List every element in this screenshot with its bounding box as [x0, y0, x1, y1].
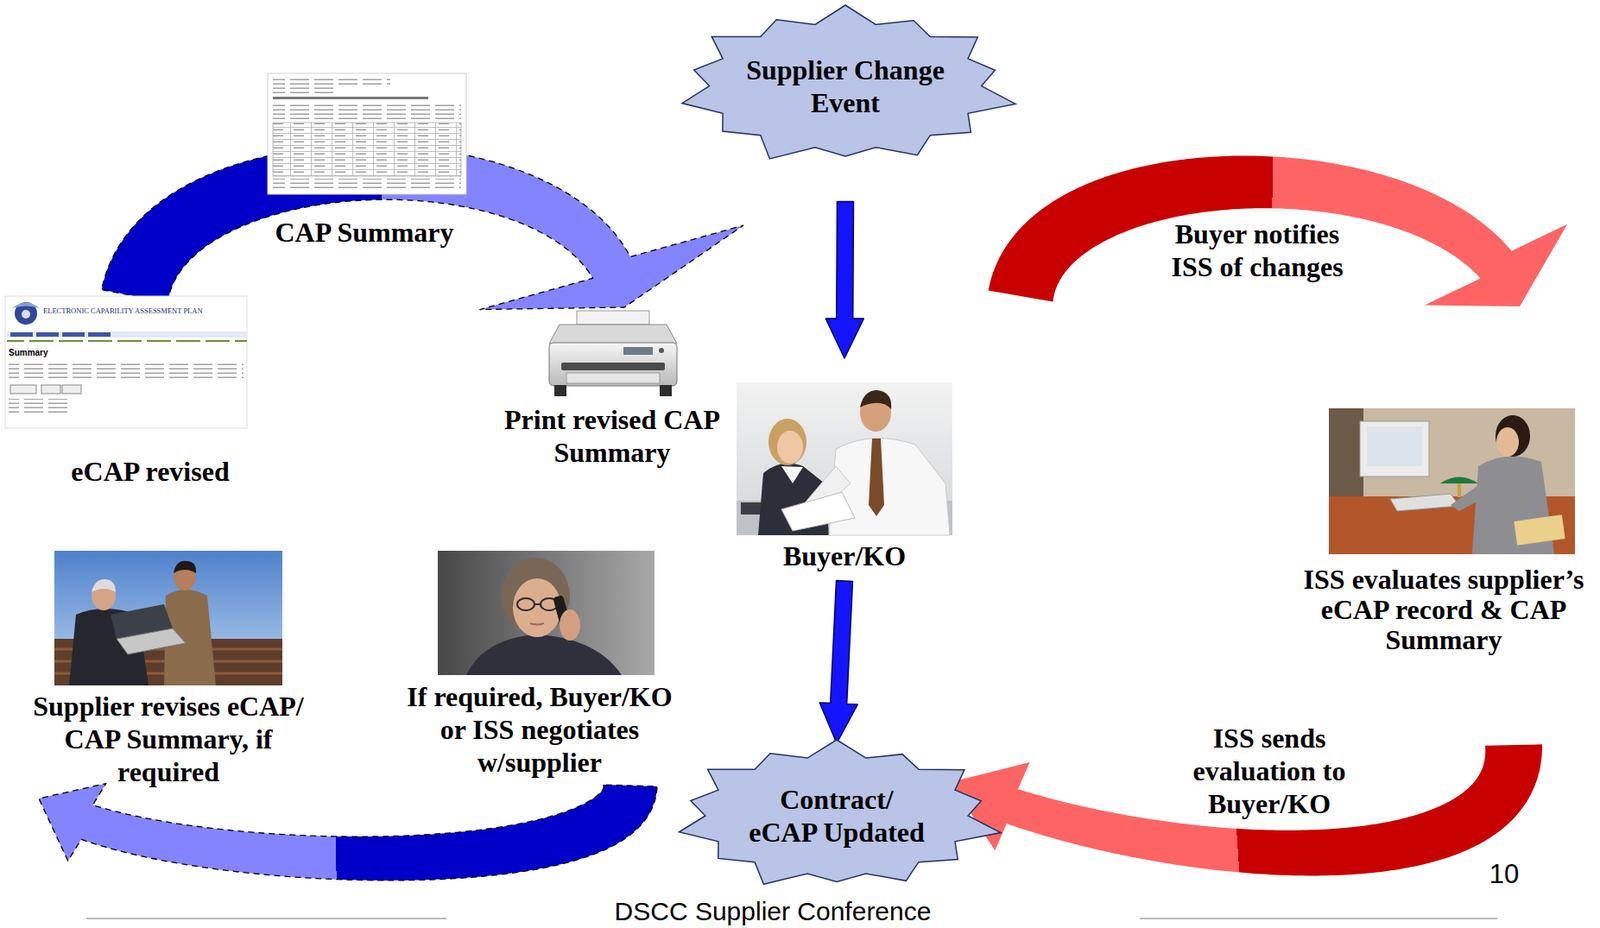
supplier-photo	[173, 561, 197, 574]
negotiation-photo	[534, 603, 541, 606]
negotiation-photo	[517, 598, 535, 611]
printer-illustration	[576, 310, 650, 325]
buyer-photo	[868, 438, 885, 517]
printer-illustration	[561, 362, 665, 371]
ecap-screenshot	[21, 309, 31, 319]
ecap-screenshot	[8, 398, 70, 415]
buyer-photo	[781, 466, 804, 484]
cap-summary-document	[267, 73, 467, 195]
iss-photo	[1450, 483, 1493, 512]
ecap-screenshot	[62, 332, 85, 337]
starburst-shape	[670, 5, 1020, 167]
iss-photo	[1495, 415, 1531, 457]
buyer-photo	[777, 430, 804, 464]
cap-summary-document	[267, 73, 467, 195]
ecap-screenshot	[6, 331, 247, 338]
printer-illustration	[554, 385, 567, 397]
cap-summary-document	[272, 101, 462, 120]
edge-label: CAP Summary	[260, 215, 468, 249]
ecap-screenshot	[10, 385, 37, 394]
negotiation-photo	[437, 550, 655, 676]
printer-illustration	[549, 310, 677, 397]
curved-arrow	[38, 784, 658, 881]
starburst-outline	[682, 5, 1016, 159]
ecap-screenshot	[41, 385, 61, 394]
iss-photo	[1366, 426, 1423, 467]
buyer-photo	[860, 390, 892, 410]
cap-summary-document	[272, 96, 429, 100]
iss-photo	[1328, 408, 1575, 555]
node-text: Print revised CAP Summary	[491, 403, 734, 469]
ecap-screenshot	[12, 303, 40, 310]
supplier-photo	[116, 628, 186, 655]
cap-summary-document	[338, 76, 391, 86]
cap-summary-document	[272, 178, 462, 191]
supplier-photo	[91, 579, 116, 593]
block-arrow	[825, 202, 864, 359]
curved-arrow	[988, 155, 1569, 307]
negotiation-photo	[512, 578, 562, 638]
printer-illustration	[658, 347, 665, 354]
edge-label: ISS sends evaluation to Buyer/KO	[1189, 721, 1350, 821]
printer-illustration	[623, 347, 653, 355]
ecap-screenshot	[5, 296, 247, 429]
node-text: Contract/ eCAP Updated	[745, 783, 929, 849]
negotiation-photo	[466, 634, 622, 676]
node-text: Buyer/KO	[736, 539, 953, 573]
page-heading: Summary	[8, 347, 49, 358]
node-text: Supplier Change Event	[737, 53, 954, 120]
iss-photo	[1328, 408, 1575, 555]
iss-photo	[1457, 483, 1461, 498]
starburst-event: Supplier Change Event	[670, 5, 1020, 167]
cap-summary-document	[272, 122, 462, 177]
buyer-photo	[736, 382, 953, 536]
printer-illustration	[549, 342, 677, 386]
supplier-photo	[54, 550, 283, 686]
ecap-screenshot	[88, 332, 111, 337]
iss-photo	[1496, 427, 1519, 457]
block-arrow	[819, 581, 858, 744]
edge-label: Buyer notifies ISS of changes	[1164, 217, 1351, 284]
printer-illustration	[566, 373, 660, 384]
screenshot-node: eCAP revised	[5, 296, 247, 488]
starburst-outline	[678, 739, 1001, 885]
ecap-screenshot	[10, 332, 33, 337]
iss-photo	[1440, 477, 1479, 485]
node-text: eCAP revised	[53, 455, 247, 488]
node-text: If required, Buyer/KO or ISS negotiates …	[403, 680, 677, 779]
negotiation-photo	[559, 609, 581, 641]
ecap-screenshot	[36, 332, 59, 337]
supplier-node: Supplier revises eCAP/ CAP Summary, if r…	[25, 550, 311, 789]
footer-text: DSCC Supplier Conference	[614, 898, 932, 926]
page-number: 10	[1489, 859, 1519, 891]
buyer-node: Buyer/KO	[736, 382, 953, 573]
supplier-photo	[54, 550, 283, 686]
negotiation-node: If required, Buyer/KO or ISS negotiates …	[403, 550, 677, 779]
node-text: Supplier revises eCAP/ CAP Summary, if r…	[25, 689, 311, 789]
printer-illustration	[549, 324, 677, 344]
ecap-screenshot	[62, 385, 82, 394]
iss-photo	[1513, 514, 1565, 546]
negotiation-photo	[437, 550, 655, 676]
buyer-photo	[781, 492, 855, 532]
ecap-screenshot	[6, 340, 247, 347]
iss-photo	[1390, 493, 1460, 512]
starburst-result: Contract/ eCAP Updated	[668, 739, 1006, 892]
iss-node: ISS evaluates supplier’s eCAP record & C…	[1296, 408, 1591, 656]
starburst-shape	[668, 739, 1006, 892]
node-text: ISS evaluates supplier’s eCAP record & C…	[1296, 564, 1591, 656]
iss-photo	[1359, 421, 1430, 477]
printer-illustration	[659, 385, 672, 397]
ecap-screenshot	[5, 296, 247, 429]
cap-summary-document	[272, 76, 334, 95]
ecap-screenshot	[8, 361, 244, 381]
buyer-photo	[768, 418, 807, 466]
buyer-photo	[736, 382, 953, 536]
negotiation-photo	[530, 623, 544, 626]
printer-node: Print revised CAP Summary	[491, 310, 734, 469]
app-title: ELECTRONIC CAPABILITY ASSESSMENT PLAN	[43, 306, 203, 316]
